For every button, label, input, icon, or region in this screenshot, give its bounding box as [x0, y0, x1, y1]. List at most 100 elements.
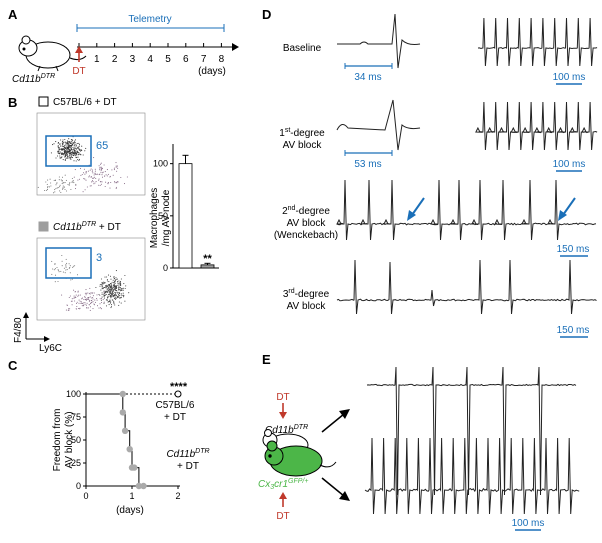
- flow-dot: [118, 304, 120, 306]
- flow-dot: [79, 307, 81, 309]
- flow-dot: [109, 295, 111, 297]
- flow-dot: [111, 284, 113, 286]
- flow-dot: [86, 298, 88, 300]
- flow-dot: [76, 305, 78, 308]
- flow-dot: [89, 303, 92, 305]
- flow-dot: [102, 299, 104, 301]
- flow-dot: [102, 287, 104, 289]
- flow-dot: [65, 190, 68, 192]
- flow-dot: [110, 288, 112, 290]
- flow-dot: [122, 296, 125, 298]
- flow-dot: [61, 294, 63, 296]
- flow-dot: [60, 145, 62, 147]
- flow-dot: [63, 141, 65, 143]
- flow-dot: [66, 147, 68, 149]
- km-y-tick-label: 100: [66, 389, 81, 399]
- flow-dot: [70, 142, 72, 144]
- flow-dot: [58, 148, 60, 150]
- flow-dot: [64, 188, 66, 191]
- flow-dot: [103, 295, 105, 298]
- flow-dot: [105, 174, 107, 176]
- flow-dot: [110, 296, 112, 298]
- flow-dot: [78, 158, 81, 160]
- flow-dot: [120, 176, 122, 179]
- flow-dot: [70, 146, 72, 148]
- flow-dot: [77, 295, 79, 297]
- flow-dot: [110, 297, 112, 299]
- flow-dot: [61, 142, 63, 144]
- flow-dot: [92, 181, 94, 183]
- flow-dot: [108, 304, 110, 306]
- flow-dot: [87, 292, 89, 294]
- flow-dot: [101, 166, 103, 168]
- flow-dot: [60, 191, 62, 193]
- flow-dot: [85, 299, 87, 301]
- flow-dot: [77, 291, 79, 293]
- flow-dot: [84, 298, 86, 300]
- flow-dot: [69, 150, 71, 152]
- flow-dot: [104, 292, 106, 294]
- flow-dot: [98, 178, 100, 180]
- flow-dot: [116, 182, 118, 184]
- flow-dot: [96, 173, 98, 175]
- flow-dot: [83, 168, 85, 170]
- flow-dot: [101, 181, 103, 183]
- flow-dot: [96, 305, 99, 307]
- flow-dot: [99, 283, 101, 286]
- flow-dot: [112, 295, 114, 297]
- flow-dot: [111, 299, 113, 301]
- flow-dot: [72, 181, 74, 183]
- flow-dot: [61, 183, 63, 185]
- flow-dot: [95, 181, 97, 183]
- flow-dot: [68, 146, 70, 149]
- flow-dot: [115, 297, 117, 299]
- flow-dot: [45, 189, 47, 191]
- flow-dot: [78, 294, 80, 296]
- flow-dot: [81, 298, 83, 300]
- flow-dot: [99, 184, 101, 186]
- flow-dot: [109, 283, 112, 285]
- flow-dot: [63, 150, 65, 152]
- flow-dot: [69, 158, 71, 160]
- flow-dot: [112, 285, 114, 287]
- flow-dot: [72, 265, 74, 267]
- flow-dot: [80, 149, 82, 151]
- flow-dot: [108, 290, 110, 292]
- flow-dot: [47, 179, 49, 181]
- flow-dot: [61, 153, 63, 155]
- flow-dot: [114, 298, 116, 300]
- flow-dot: [64, 150, 66, 152]
- flow-dot: [100, 181, 102, 183]
- flow-dot: [61, 156, 63, 158]
- flow-dot: [64, 144, 66, 146]
- flow-dot: [66, 146, 68, 148]
- ecg-e-top: [366, 366, 577, 496]
- flow-dot: [115, 287, 117, 289]
- flow-dot: [110, 307, 112, 309]
- bar-significance: **: [203, 253, 212, 265]
- flow-dot: [65, 152, 68, 154]
- flow-dot: [87, 298, 89, 300]
- flow-dot: [85, 171, 87, 173]
- flow-dot: [78, 299, 80, 301]
- flow-dot: [98, 184, 100, 186]
- dt-label-a: DT: [72, 66, 85, 77]
- flow-dot: [68, 263, 70, 265]
- panel-label-e: E: [262, 352, 271, 367]
- scale-label-53ms: 53 ms: [354, 159, 381, 170]
- flow-dot: [78, 147, 80, 149]
- flow-dot: [79, 168, 82, 170]
- flow-dot: [93, 174, 95, 176]
- flow-dot: [72, 143, 74, 145]
- flow-dot: [75, 148, 77, 150]
- flow-dot: [114, 182, 116, 184]
- flow-dot: [61, 188, 64, 190]
- flow-dot: [104, 171, 106, 173]
- flow-dot: [69, 145, 71, 147]
- flow-dot: [93, 292, 95, 294]
- flow-dot: [100, 299, 102, 301]
- timeline-tick-label: 7: [201, 54, 207, 65]
- flow-dot: [74, 147, 76, 150]
- flow-dot: [59, 143, 61, 146]
- flow-dot: [77, 159, 79, 161]
